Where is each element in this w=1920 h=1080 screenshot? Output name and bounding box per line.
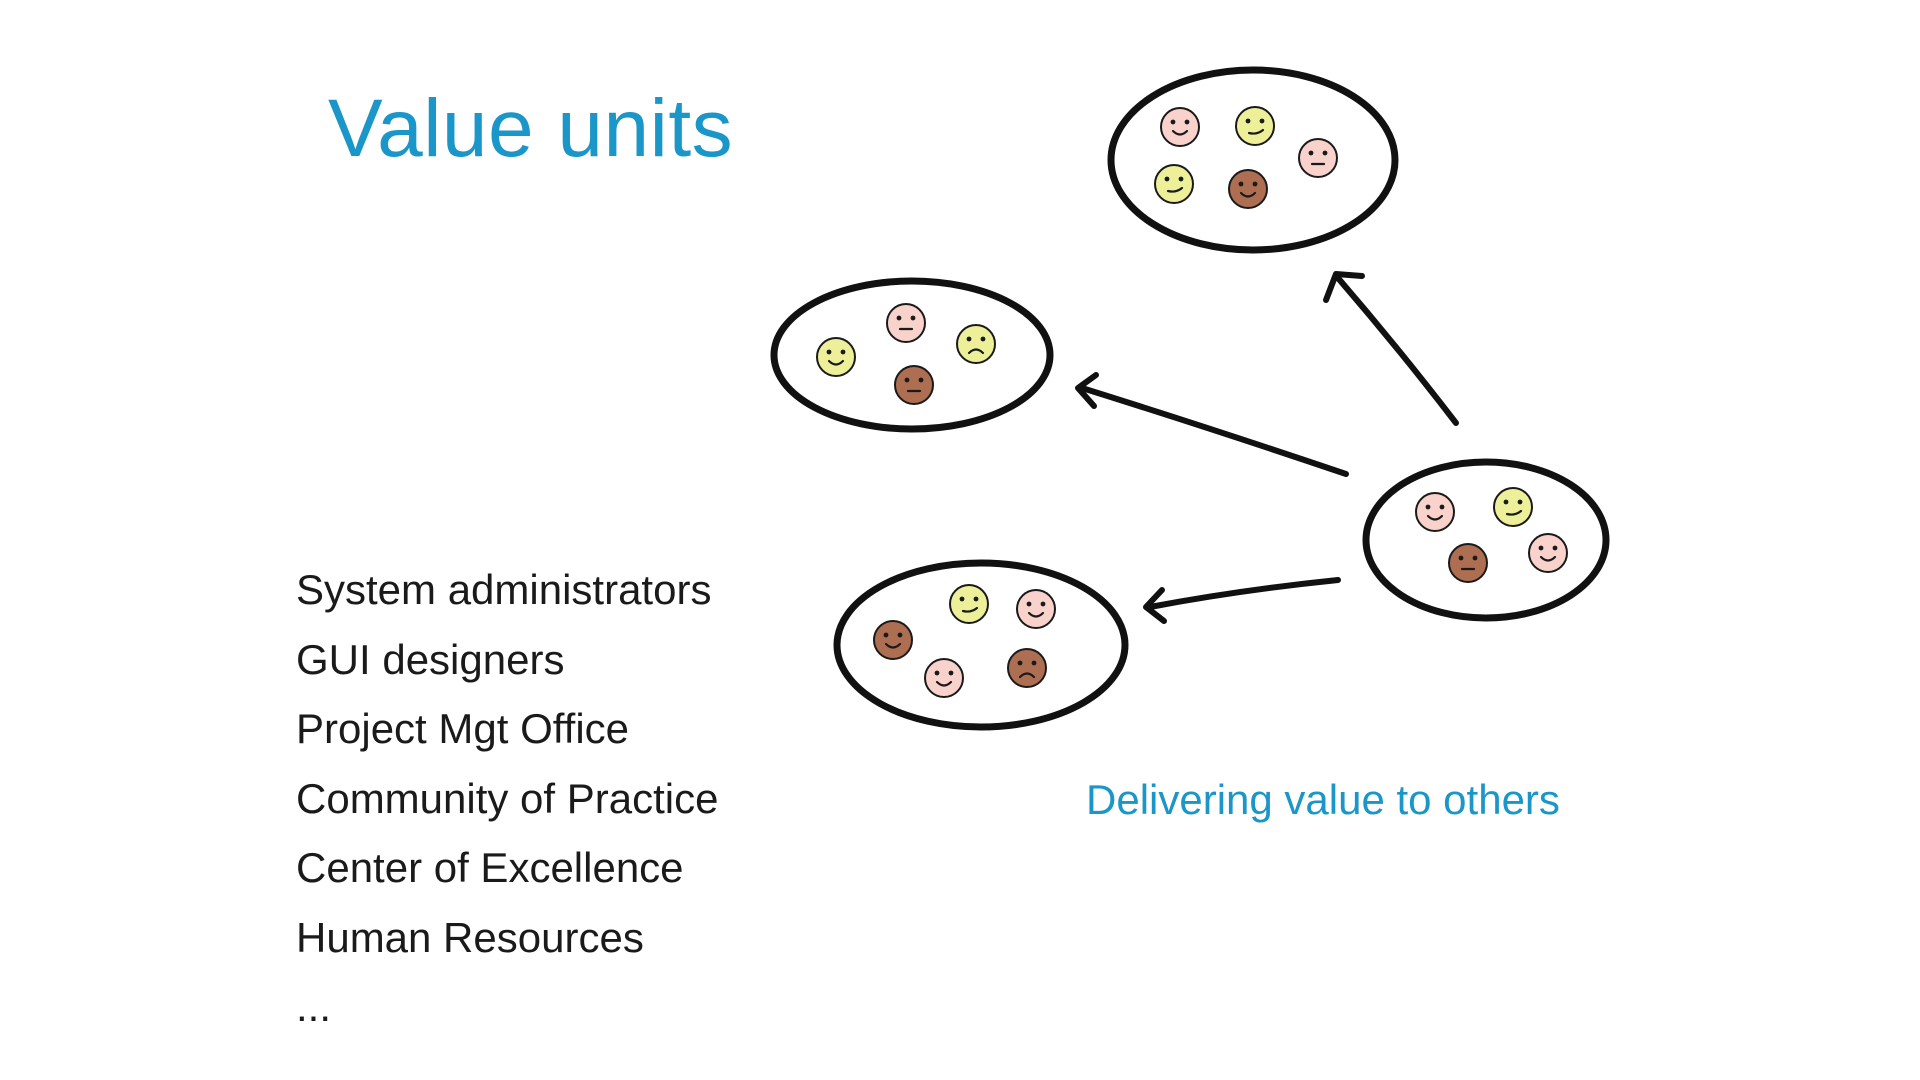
arrow-to-top-group	[1323, 271, 1459, 426]
face-icon	[1160, 107, 1200, 147]
top-group-boundary	[1107, 66, 1399, 254]
face-icon	[1228, 169, 1268, 209]
face-icon	[1448, 543, 1488, 583]
face-icon	[1528, 533, 1568, 573]
face-icon	[894, 365, 934, 405]
face-icon	[1154, 164, 1194, 204]
bottom-group	[833, 559, 1129, 731]
face-icon	[1016, 589, 1056, 629]
list-item: Community of Practice	[296, 774, 719, 822]
middle-group-faces	[816, 303, 996, 405]
list-item: GUI designers	[296, 635, 565, 683]
top-group	[1107, 66, 1399, 254]
arrow-to-bottom-group	[1143, 577, 1341, 624]
diagram-caption: Delivering value to others	[1086, 776, 1560, 823]
list-item: ...	[296, 983, 332, 1030]
face-icon	[1007, 648, 1047, 688]
value-units-list: System administrators GUI designers Proj…	[296, 555, 718, 1042]
middle-group-boundary	[770, 277, 1054, 433]
face-icon	[1235, 106, 1275, 146]
face-icon	[886, 303, 926, 343]
source-group-faces	[1415, 487, 1568, 583]
face-icon	[1415, 492, 1455, 532]
list-item: System administrators	[296, 566, 712, 613]
slide-title: Value units	[328, 83, 734, 174]
list-item: Center of Excellence	[296, 844, 684, 891]
top-group-faces	[1154, 106, 1338, 209]
face-icon	[956, 324, 996, 364]
face-icon	[873, 620, 913, 660]
face-icon	[816, 337, 856, 377]
middle-group	[770, 277, 1054, 433]
list-item: Project Mgt Office	[296, 705, 630, 752]
source-group-boundary	[1362, 458, 1610, 622]
source-group	[1362, 458, 1610, 622]
face-icon	[1493, 487, 1533, 527]
face-icon	[924, 658, 964, 698]
list-item: Human Resources	[296, 913, 644, 961]
bottom-group-faces	[873, 584, 1056, 698]
face-icon	[1298, 138, 1338, 178]
face-icon	[949, 584, 989, 624]
arrow-to-middle-group	[1075, 372, 1349, 477]
